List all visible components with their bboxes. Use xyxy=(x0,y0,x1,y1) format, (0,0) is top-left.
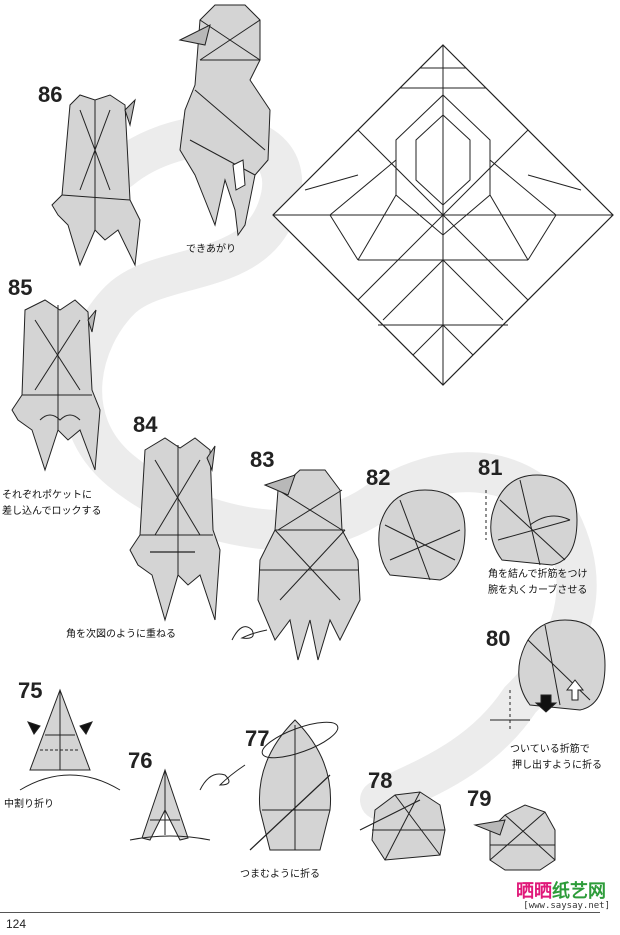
step-number-85: 85 xyxy=(8,275,33,300)
caption-85-line1: それぞれポケットに xyxy=(2,490,92,501)
step-number-81: 81 xyxy=(478,455,503,480)
watermark-url: [www.saysay.net] xyxy=(523,901,610,911)
caption-81-line2: 腕を丸くカーブさせる xyxy=(488,585,588,596)
caption-84: 角を次図のように重ねる xyxy=(66,629,176,640)
watermark-brand-part1: 晒晒 xyxy=(516,881,552,902)
figure-step-78 xyxy=(359,791,446,861)
step-number-83: 83 xyxy=(250,447,275,472)
figure-step-77 xyxy=(249,719,339,851)
footer-rule xyxy=(0,912,600,913)
step-number-84: 84 xyxy=(133,412,158,437)
step-number-79: 79 xyxy=(467,786,492,811)
step-number-76: 76 xyxy=(128,748,153,773)
figure-step-85 xyxy=(11,299,101,472)
figure-finished xyxy=(178,4,271,237)
watermark-brand-part2: 纸艺网 xyxy=(552,881,606,902)
step-number-75: 75 xyxy=(18,678,43,703)
rotate-arrow-84 xyxy=(231,626,268,641)
watermark-brand: 晒晒纸艺网 xyxy=(516,877,606,903)
caption-80-line2: 押し出すように折る xyxy=(512,760,602,771)
caption-81-line1: 角を結んで折筋をつけ xyxy=(488,569,588,580)
figure-step-82 xyxy=(378,489,466,581)
figure-step-86 xyxy=(51,94,141,267)
figure-step-80 xyxy=(490,619,606,730)
caption-85-line2: 差し込んでロックする xyxy=(2,506,102,517)
step-number-86: 86 xyxy=(38,82,63,107)
caption-75: 中割り折り xyxy=(4,799,54,810)
caption-complete: できあがり xyxy=(186,244,236,255)
step-number-82: 82 xyxy=(366,465,391,490)
figure-step-83 xyxy=(257,469,361,661)
crease-pattern xyxy=(272,44,614,386)
figure-step-81 xyxy=(485,474,578,566)
figure-step-76 xyxy=(129,768,211,841)
page-number: 124 xyxy=(6,917,27,931)
step-number-78: 78 xyxy=(368,768,393,793)
caption-77: つまむように折る xyxy=(240,869,320,880)
caption-80-line1: ついている折筋で xyxy=(510,744,590,755)
step-number-80: 80 xyxy=(486,626,511,651)
step-number-77: 77 xyxy=(245,726,270,751)
rotate-arrow-77 xyxy=(199,764,246,791)
figure-step-75 xyxy=(19,688,121,791)
figure-step-79 xyxy=(473,804,556,871)
figure-step-84 xyxy=(129,437,221,622)
